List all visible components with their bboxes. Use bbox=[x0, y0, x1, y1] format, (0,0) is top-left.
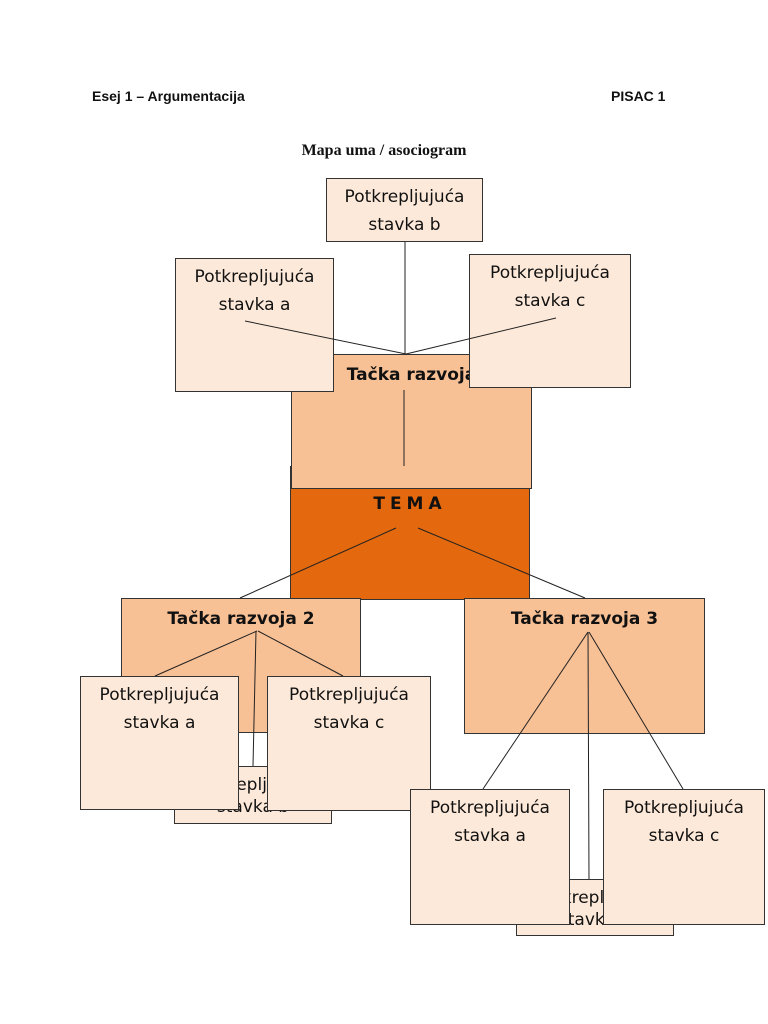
item-line1: Potkrepljujuća bbox=[289, 685, 409, 705]
development-point-2-label: Tačka razvoja 2 bbox=[167, 609, 315, 629]
diagram-title: Mapa uma / asociogram bbox=[301, 142, 467, 159]
item-line2: stavka c bbox=[313, 713, 385, 733]
header-title: Esej 1 – Argumentacija bbox=[92, 88, 245, 104]
header-author: PISAC 1 bbox=[611, 88, 666, 104]
item-line2: stavka c bbox=[514, 291, 586, 311]
development-point-3-label: Tačka razvoja 3 bbox=[510, 609, 659, 629]
item-line1: Potkrepljujuća bbox=[624, 798, 744, 818]
development-point-1-label: Tačka razvoja bbox=[346, 365, 477, 385]
item-line2: stavka b bbox=[368, 215, 441, 235]
item-line2: stavka a bbox=[123, 713, 196, 733]
central-theme-line2: TEMA bbox=[373, 494, 447, 514]
item-line1: Potkrepljujuća bbox=[430, 798, 550, 818]
item-line1: Potkrepljujuća bbox=[194, 267, 315, 287]
item-line1: Potkrepljujuća bbox=[490, 263, 610, 283]
item-line1: Potkrepljujuća bbox=[344, 187, 465, 207]
development-point-3-box: Tačka razvoja 3 bbox=[464, 598, 705, 734]
point-1-item-a: Potkrepljujuća stavka a bbox=[175, 258, 334, 392]
point-3-item-a: Potkrepljujuća stavka a bbox=[410, 789, 570, 925]
point-2-item-c: Potkrepljujuća stavka c bbox=[267, 676, 431, 811]
point-1-item-b: Potkrepljujuća stavka b bbox=[326, 178, 483, 242]
point-2-item-a: Potkrepljujuća stavka a bbox=[80, 676, 239, 810]
item-line1: Potkrepljujuća bbox=[99, 685, 220, 705]
item-line2: stavka a bbox=[218, 295, 291, 315]
item-line2: stavka a bbox=[454, 826, 526, 846]
point-3-item-c: Potkrepljujuća stavka c bbox=[603, 789, 765, 925]
point-1-item-c: Potkrepljujuća stavka c bbox=[469, 254, 631, 388]
item-line2: stavka c bbox=[648, 826, 720, 846]
